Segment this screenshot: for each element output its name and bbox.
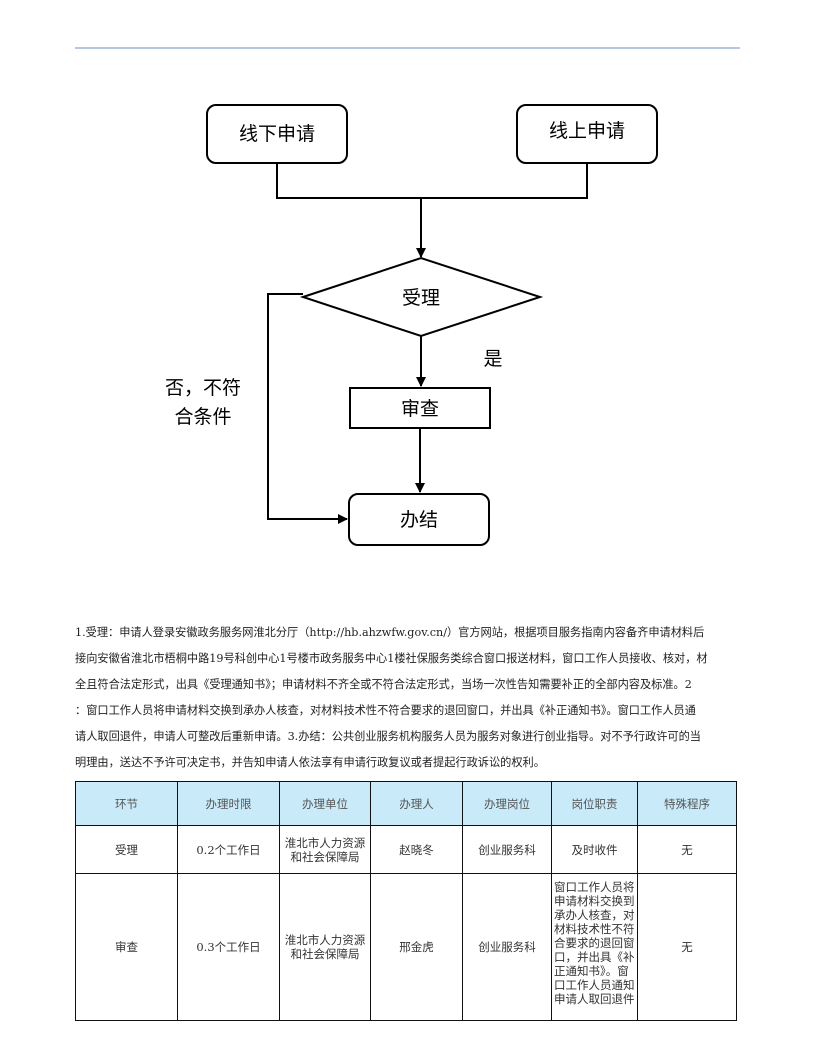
no-label-line2: 合条件: [174, 406, 231, 428]
column-header: 岗位职责: [551, 781, 638, 826]
accept-diamond: [299, 256, 544, 338]
reject-loop-arrow: [267, 293, 348, 524]
process-table: 环节 办理时限 办理单位 办理人 办理岗位 岗位职责 特殊程序 受理 0.2个工…: [75, 781, 737, 1021]
process-description: 1.受理：申请人登录安徽政务服务网淮北分厅（http://hb.ahzwfw.g…: [75, 624, 755, 780]
table-cell: 审查: [75, 873, 178, 1021]
complete-label: 办结: [400, 509, 438, 531]
header-rule: [75, 47, 740, 49]
table-cell: 及时收件: [551, 825, 638, 874]
paragraph-line: 全且符合法定形式，出具《受理通知书》；申请材料不齐全或不符合法定形式，当场一次性…: [75, 678, 692, 691]
column-header: 办理岗位: [462, 781, 552, 826]
column-header: 办理单位: [279, 781, 371, 826]
table-cell: 0.2个工作日: [177, 825, 280, 874]
table-row: 审查 0.3个工作日 淮北市人力资源和社会保障局 邢金虎 创业服务科 窗口工作人…: [75, 873, 737, 1021]
column-header: 办理时限: [177, 781, 280, 826]
table-cell: 无: [637, 873, 737, 1021]
paragraph-line: 1.受理：申请人登录安徽政务服务网淮北分厅（http://hb.ahzwfw.g…: [75, 626, 705, 639]
table-cell: 无: [637, 825, 737, 874]
table-cell: 淮北市人力资源和社会保障局: [279, 873, 371, 1021]
paragraph-line: 接向安徽省淮北市梧桐中路19号科创中心1号楼市政务服务中心1楼社保服务类综合窗口…: [75, 652, 708, 665]
table-cell: 淮北市人力资源和社会保障局: [279, 825, 371, 874]
table-cell: 邢金虎: [370, 873, 463, 1021]
column-header: 特殊程序: [637, 781, 737, 826]
complete-box: [348, 493, 490, 546]
no-label-line1: 否，不符: [165, 377, 241, 399]
table-row: 受理 0.2个工作日 淮北市人力资源和社会保障局 赵晓冬 创业服务科 及时收件 …: [75, 825, 737, 874]
table-cell: 0.3个工作日: [177, 873, 280, 1021]
table-cell: 创业服务科: [462, 825, 552, 874]
review-label: 审查: [401, 398, 439, 420]
table-cell: 创业服务科: [462, 873, 552, 1021]
paragraph-line: ：窗口工作人员将申请材料交换到承办人核查，对材料技术性不符合要求的退回窗口，并出…: [75, 704, 696, 717]
accept-label: 受理: [402, 287, 440, 309]
table-cell: 赵晓冬: [370, 825, 463, 874]
column-header: 环节: [75, 781, 178, 826]
paragraph-line: 请人取回退件，申请人可整改后重新申请。3.办结：公共创业服务机构服务人员为服务对…: [75, 730, 701, 743]
paragraph-line: 明理由，送达不予许可决定书，并告知申请人依法享有申请行政复议或者提起行政诉讼的权…: [75, 756, 545, 769]
online-apply-label: 线上申请: [549, 120, 625, 142]
table-cell: 受理: [75, 825, 178, 874]
table-cell: 窗口工作人员将申请材料交换到承办人核查，对材料技术性不符合要求的退回窗口，并出具…: [551, 873, 638, 1021]
table-header-row: 环节 办理时限 办理单位 办理人 办理岗位 岗位职责 特殊程序: [75, 781, 737, 826]
yes-label: 是: [483, 348, 502, 370]
flowchart: 线下申请 线上申请 受理 是 否，不符 合条件 审查 办结: [165, 104, 658, 546]
merge-connector: [276, 163, 588, 199]
column-header: 办理人: [370, 781, 463, 826]
offline-apply-label: 线下申请: [239, 123, 315, 145]
